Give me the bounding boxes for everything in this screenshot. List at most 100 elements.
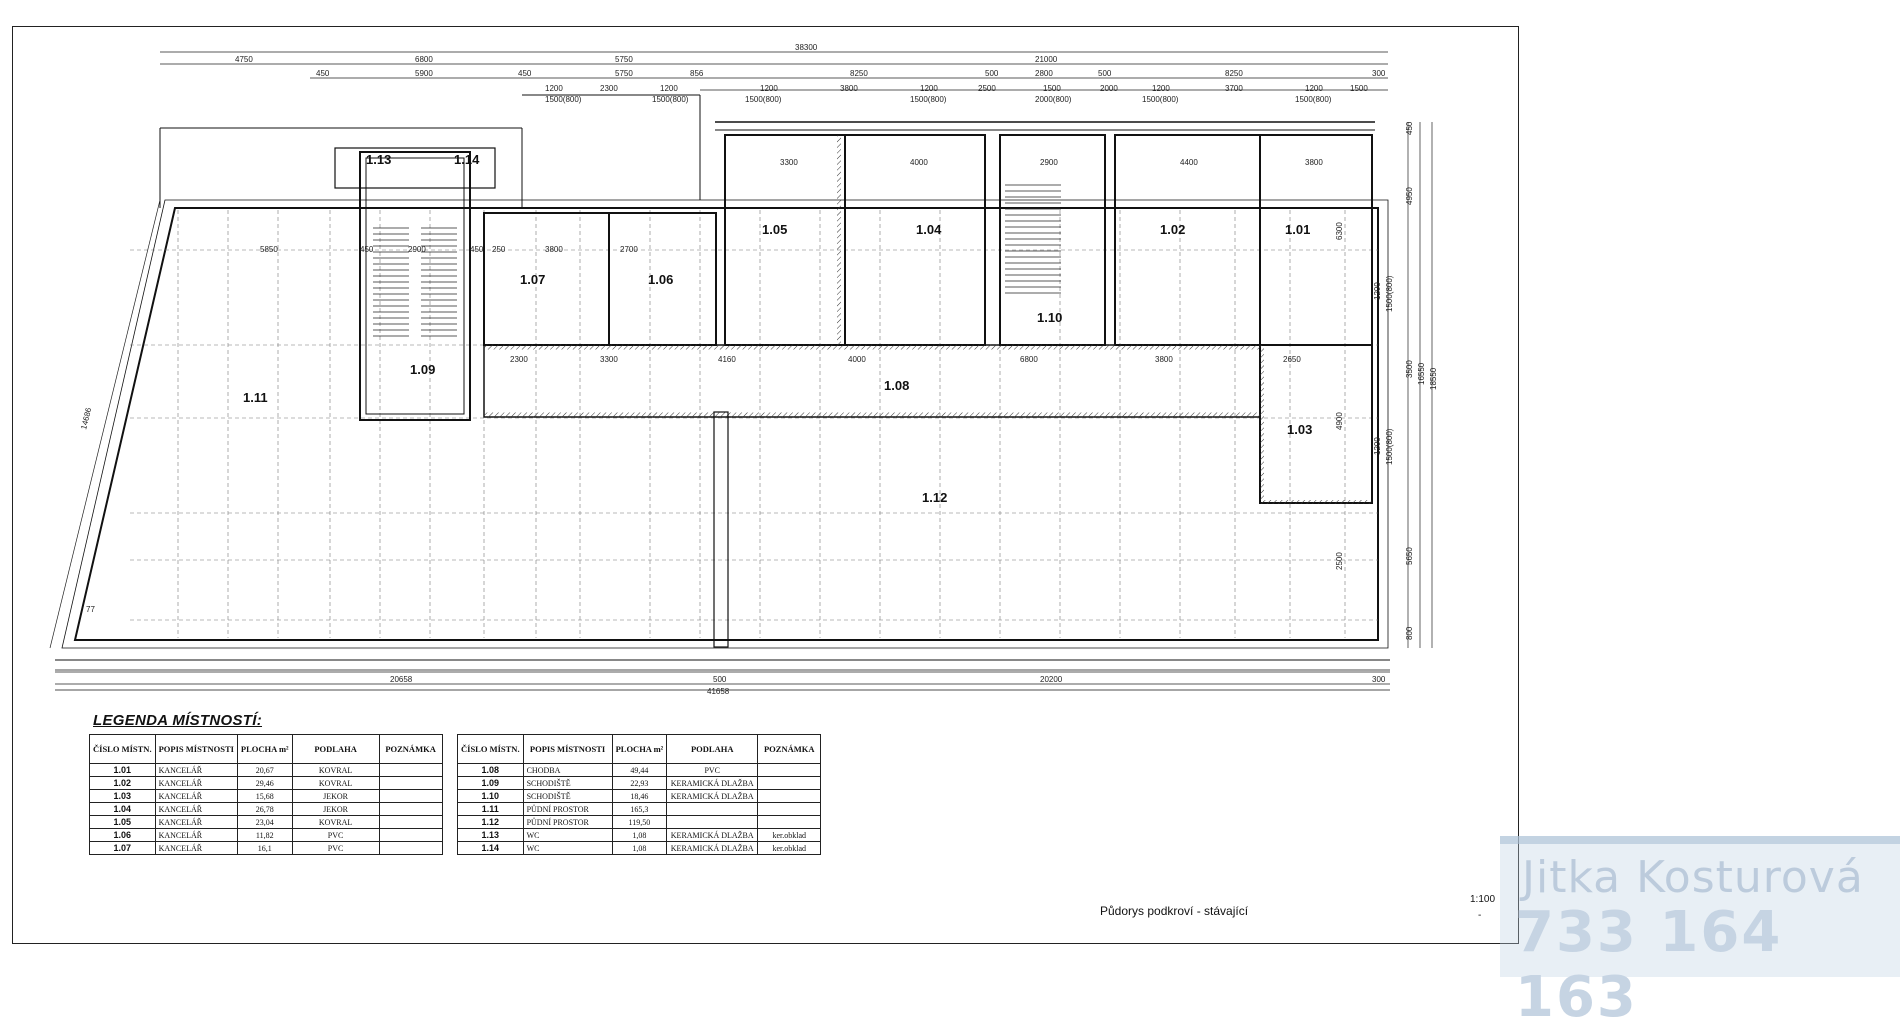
dim-room: 5850: [260, 245, 278, 254]
dim-window: 1500(800): [745, 95, 782, 104]
legend-room-note: [378, 802, 443, 816]
legend-room-desc: PŮDNÍ PROSTOR: [522, 815, 613, 829]
dim-window: 1500(800): [1295, 95, 1332, 104]
dim-bottom: 500: [713, 675, 727, 684]
dim-window: 1500(800): [652, 95, 689, 104]
header-poznamka: POZNÁMKA: [757, 734, 822, 764]
dim-top3: 2500: [978, 84, 996, 93]
legend-room-area: 16,1: [236, 841, 293, 855]
watermark-band: [1500, 836, 1900, 977]
dim-top3: 1200: [1305, 84, 1323, 93]
dim-right: 450: [1405, 121, 1414, 135]
legend-room-note: [378, 841, 443, 855]
header-cislo: ČÍSLO MÍSTN.: [457, 734, 524, 764]
dim-top3: 1200: [660, 84, 678, 93]
dim-top2: 300: [1372, 69, 1386, 78]
legend-room-desc: WC: [522, 841, 613, 855]
legend-room-floor: KOVRAL: [291, 763, 380, 777]
dim-top3: 1500: [1043, 84, 1061, 93]
watermark-line: [1500, 836, 1900, 844]
dim-corridor: 2300: [510, 355, 528, 364]
dim-angle: 77: [86, 605, 95, 614]
dim-top3: 1200: [545, 84, 563, 93]
legend-room-note: [757, 789, 822, 803]
dimension-lines: [49, 51, 1433, 685]
room-label-1.14: 1.14: [454, 152, 480, 167]
dim-right: 16550: [1417, 362, 1426, 385]
dim-top3: 3700: [1225, 84, 1243, 93]
dim-right: 3500: [1405, 360, 1414, 378]
legend-room-number: 1.06: [89, 828, 156, 842]
legend-room-area: 165,3: [611, 802, 668, 816]
dim-corridor: 3300: [600, 355, 618, 364]
legend-room-floor: PVC: [291, 828, 380, 842]
legend-room-desc: PŮDNÍ PROSTOR: [522, 802, 613, 816]
watermark-phone: 733 164 163: [1515, 900, 1783, 1030]
dim-room: 4400: [1180, 158, 1198, 167]
legend-room-floor: JEKOR: [291, 789, 380, 803]
legend-room-note: [378, 789, 443, 803]
dim-top2: 2800: [1035, 69, 1053, 78]
header-cislo: ČÍSLO MÍSTN.: [89, 734, 156, 764]
dim-corridor: 6800: [1020, 355, 1038, 364]
legend-table-left: ČÍSLO MÍSTN. POPIS MÍSTNOSTI PLOCHA m² P…: [89, 734, 443, 855]
room-label-1.01: 1.01: [1285, 222, 1310, 237]
dim-right: 4950: [1405, 187, 1414, 205]
legend-room-number: 1.10: [457, 789, 524, 803]
legend-room-area: 29,46: [236, 776, 293, 790]
watermark-name: Jitka Kosturová: [1522, 852, 1864, 903]
dim-slant: 14686: [79, 406, 93, 430]
dim-top3: 1200: [1152, 84, 1170, 93]
dim-top2: 5900: [415, 69, 433, 78]
legend-room-note: ker.obklad: [757, 828, 822, 842]
legend-room-floor: KOVRAL: [291, 776, 380, 790]
legend-room-number: 1.08: [457, 763, 524, 777]
legend-room-note: [378, 763, 443, 777]
dim-right: 1200: [1373, 282, 1382, 300]
room-label-1.02: 1.02: [1160, 222, 1185, 237]
legend-room-note: [378, 815, 443, 829]
dim-top: 6800: [415, 55, 433, 64]
dim-window: 1500(800): [1142, 95, 1179, 104]
legend-room-desc: CHODBA: [522, 763, 613, 777]
legend-room-desc: KANCELÁŘ: [154, 828, 238, 842]
legend-room-floor: [666, 802, 759, 816]
dim-right: 4900: [1335, 412, 1344, 430]
legend-room-area: 18,46: [611, 789, 668, 803]
legend-table-right: ČÍSLO MÍSTN. POPIS MÍSTNOSTI PLOCHA m² P…: [457, 734, 822, 855]
room-label-1.13: 1.13: [366, 152, 391, 167]
legend-room-note: [757, 763, 822, 777]
room-label-1.04: 1.04: [916, 222, 942, 237]
dim-top2: 5750: [615, 69, 633, 78]
dim-corridor: 3800: [1155, 355, 1173, 364]
dim-window: 1500(800): [910, 95, 947, 104]
header-podlaha: PODLAHA: [291, 734, 380, 764]
dim-top3: 2000: [1100, 84, 1118, 93]
legend-room-note: [757, 802, 822, 816]
dim-right: 1200: [1373, 437, 1382, 455]
drawing-title: Půdorys podkroví - stávající: [1100, 904, 1249, 918]
legend-room-number: 1.03: [89, 789, 156, 803]
legend-room-number: 1.02: [89, 776, 156, 790]
dim-top3: 1500: [1350, 84, 1368, 93]
legend-room-floor: [666, 815, 759, 829]
header-podlaha: PODLAHA: [666, 734, 759, 764]
dim-room: 2700: [620, 245, 638, 254]
dim-bottom: 300: [1372, 675, 1386, 684]
room-label-1.08: 1.08: [884, 378, 909, 393]
header-popis: POPIS MÍSTNOSTI: [154, 734, 238, 764]
legend-room-note: [378, 776, 443, 790]
dim-top: 4750: [235, 55, 253, 64]
dim-room: 2900: [408, 245, 426, 254]
header-plocha: PLOCHA m²: [611, 734, 668, 764]
legend-room-area: 15,68: [236, 789, 293, 803]
